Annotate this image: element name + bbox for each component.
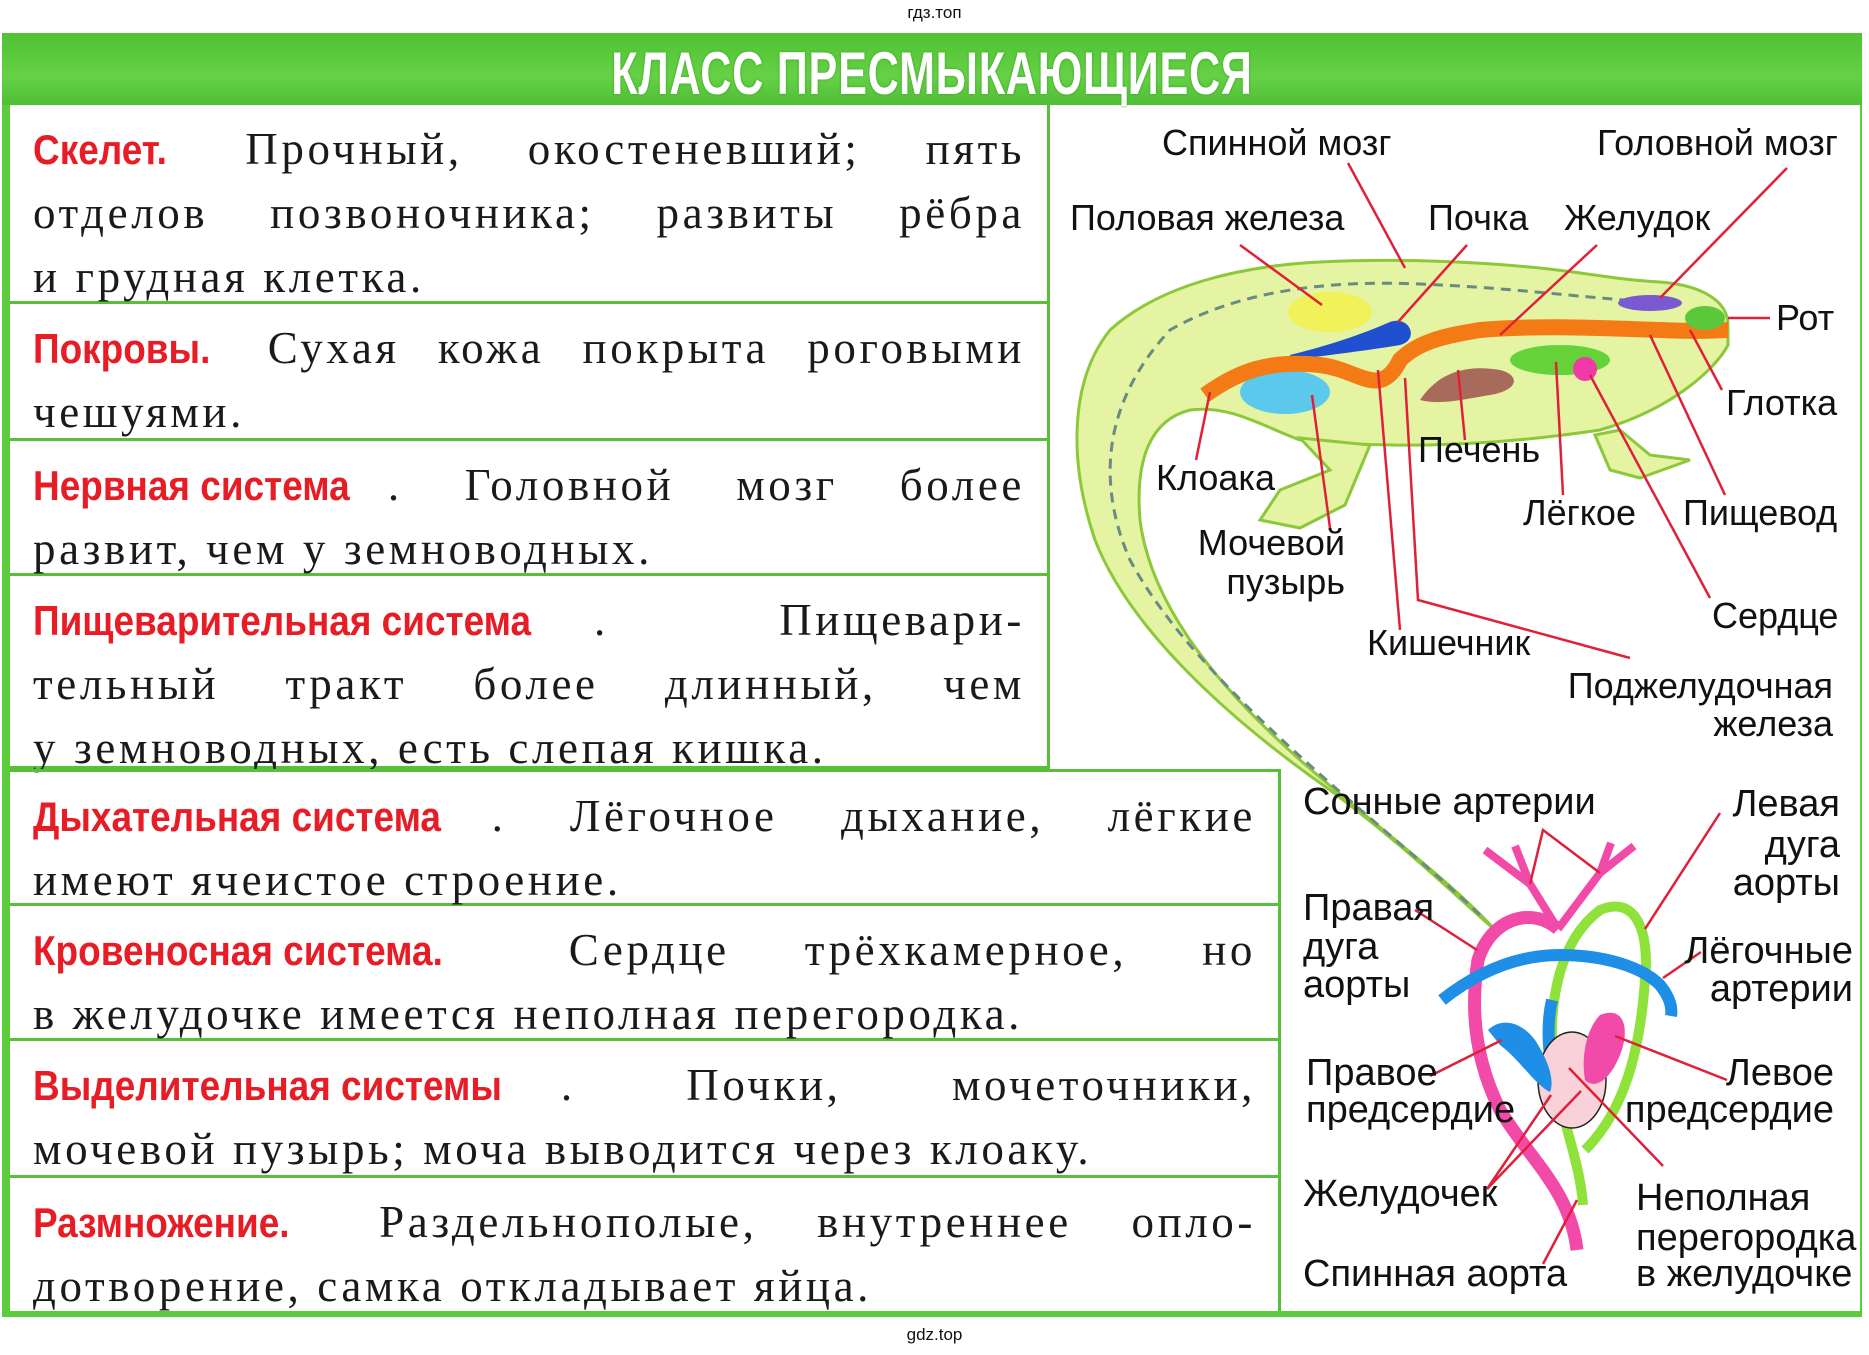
row-integument: Покровы. Сухая кожа покрыта роговыми чеш… xyxy=(10,304,1047,441)
row-label: Дыхательная система xyxy=(33,793,441,840)
label-left-atrium: Левое xyxy=(1726,1052,1834,1094)
row-text: тельный тракт более длинный, чем xyxy=(33,659,1025,709)
label-pulmonary-arteries: артерии xyxy=(1710,968,1853,1010)
lizard-diagram: Спинной мозг Головной мозг Половая желез… xyxy=(1070,122,1838,932)
label-kidney: Почка xyxy=(1428,197,1529,238)
column-divider-top xyxy=(1047,105,1050,769)
row-text: имеют ячеистое строение. xyxy=(33,855,622,905)
row-text: Раздельнополые, внутреннее опло- xyxy=(379,1197,1256,1247)
label-brain: Головной мозг xyxy=(1597,122,1838,163)
row-digestive: Пищеварительная система. Пищевари- тельн… xyxy=(10,576,1047,773)
row-text: у земноводных, есть слепая кишка. xyxy=(33,723,827,773)
label-left-atrium: предсердие xyxy=(1625,1089,1834,1131)
brain xyxy=(1618,295,1682,311)
column-divider-bottom xyxy=(1278,769,1281,1311)
watermark-bottom: gdz.top xyxy=(906,1325,963,1344)
row-text: в желудочке имеется неполная перегородка… xyxy=(33,989,1024,1039)
label-bladder: пузырь xyxy=(1226,561,1345,602)
label-liver: Печень xyxy=(1418,429,1540,470)
row-circulatory: Кровеносная система. Сердце трёхкамерное… xyxy=(10,906,1278,1041)
header-band: КЛАСС ПРЕСМЫКАЮЩИЕСЯ xyxy=(2,33,1862,107)
label-left-aortic-arch: Левая xyxy=(1732,783,1840,825)
label-pulmonary-arteries: Лёгочные xyxy=(1684,930,1853,972)
pulmonary-arteries xyxy=(1438,948,1678,1017)
label-intestine: Кишечник xyxy=(1367,622,1531,663)
row-text: чешуями. xyxy=(33,387,245,437)
hind-leg xyxy=(1257,436,1373,530)
row-sep: . xyxy=(593,595,609,645)
row-text: Пищевари- xyxy=(779,595,1025,645)
mouth-organ xyxy=(1685,306,1725,330)
row-text: отделов позвоночника; развиты рёбра xyxy=(33,188,1025,238)
label-septum: в желудочке xyxy=(1636,1253,1852,1295)
label-gonad: Половая железа xyxy=(1070,197,1345,238)
heart-pointer-lines xyxy=(1414,812,1728,1265)
row-skeleton: Скелет. Прочный, окостеневший; пять отде… xyxy=(10,105,1047,304)
front-leg xyxy=(1592,428,1691,480)
watermark-top: гдз.топ xyxy=(907,3,962,22)
lizard-pointer-lines xyxy=(1194,162,1788,660)
heart-diagram: Сонные артерии Левая дуга аорты Правая д… xyxy=(1303,781,1857,1295)
label-cloaca: Клоака xyxy=(1156,457,1276,498)
label-pancreas: железа xyxy=(1713,703,1834,744)
row-sep: . xyxy=(387,460,403,510)
label-pancreas: Поджелудочная xyxy=(1568,665,1833,706)
row-label: Размножение. xyxy=(33,1199,290,1246)
label-left-aortic-arch: аорты xyxy=(1733,862,1840,904)
label-right-aortic-arch: Правая xyxy=(1303,887,1434,929)
label-septum: Неполная xyxy=(1636,1177,1810,1219)
intestine xyxy=(1200,319,1729,402)
row-label: Выделительная системы xyxy=(33,1062,502,1109)
row-text: Лёгочное дыхание, лёгкие xyxy=(569,791,1256,841)
label-stomach: Желудок xyxy=(1564,197,1710,238)
kidney xyxy=(1290,320,1411,360)
row-text: дотворение, самка откладывает яйца. xyxy=(33,1261,872,1311)
label-right-aortic-arch: дуга xyxy=(1303,926,1379,968)
row-text: Прочный, окостеневший; пять xyxy=(245,124,1025,174)
label-dorsal-aorta: Спинная аорта xyxy=(1303,1253,1568,1295)
label-lung: Лёгкое xyxy=(1523,492,1636,533)
page-title: КЛАСС ПРЕСМЫКАЮЩИЕСЯ xyxy=(611,40,1253,107)
row-text: Почки, мочеточники, xyxy=(686,1060,1256,1110)
liver xyxy=(1420,368,1514,403)
label-heart: Сердце xyxy=(1712,595,1838,636)
label-mouth: Рот xyxy=(1776,297,1834,338)
label-esophagus: Пищевод xyxy=(1683,492,1837,533)
right-atrium xyxy=(1488,1022,1552,1092)
label-carotid-arteries: Сонные артерии xyxy=(1303,781,1596,823)
row-text: развит, чем у земноводных. xyxy=(33,524,653,574)
label-pharynx: Глотка xyxy=(1726,382,1838,423)
row-sep: . xyxy=(560,1060,576,1110)
row-nervous: Нервная система. Головной мозг более раз… xyxy=(10,441,1047,576)
row-label: Покровы. xyxy=(33,325,211,372)
gonad xyxy=(1288,292,1372,332)
label-bladder: Мочевой xyxy=(1198,522,1345,563)
right-aortic-arch xyxy=(1468,911,1584,1251)
row-text: мочевой пузырь; моча выводится через кло… xyxy=(33,1124,1093,1174)
row-text: Сухая кожа покрыта роговыми xyxy=(267,323,1025,373)
label-ventricle: Желудочек xyxy=(1303,1173,1498,1215)
left-atrium xyxy=(1583,1012,1625,1084)
row-text: Сердце трёхкамерное, но xyxy=(568,925,1256,975)
heart-organ xyxy=(1573,357,1597,381)
row-label: Кровеносная система. xyxy=(33,927,443,974)
bladder xyxy=(1240,370,1330,414)
label-right-atrium: предсердие xyxy=(1306,1089,1515,1131)
row-text: и грудная клетка. xyxy=(33,252,425,302)
label-spinal-cord: Спинной мозг xyxy=(1162,122,1392,163)
row-label: Скелет. xyxy=(33,126,167,173)
row-label: Пищеварительная система xyxy=(33,597,532,644)
label-right-atrium: Правое xyxy=(1306,1052,1438,1094)
row-reproduction: Размножение. Раздельнополые, внутреннее … xyxy=(10,1178,1278,1311)
row-respiratory: Дыхательная система. Лёгочное дыхание, л… xyxy=(10,769,1278,906)
label-septum: перегородка xyxy=(1636,1217,1857,1259)
label-left-aortic-arch: дуга xyxy=(1765,824,1841,866)
row-label: Нервная система xyxy=(33,462,350,509)
row-text: Головной мозг более xyxy=(464,460,1025,510)
row-sep: . xyxy=(491,791,507,841)
label-right-aortic-arch: аорты xyxy=(1303,964,1410,1006)
row-excretory: Выделительная системы. Почки, мочеточник… xyxy=(10,1041,1278,1178)
